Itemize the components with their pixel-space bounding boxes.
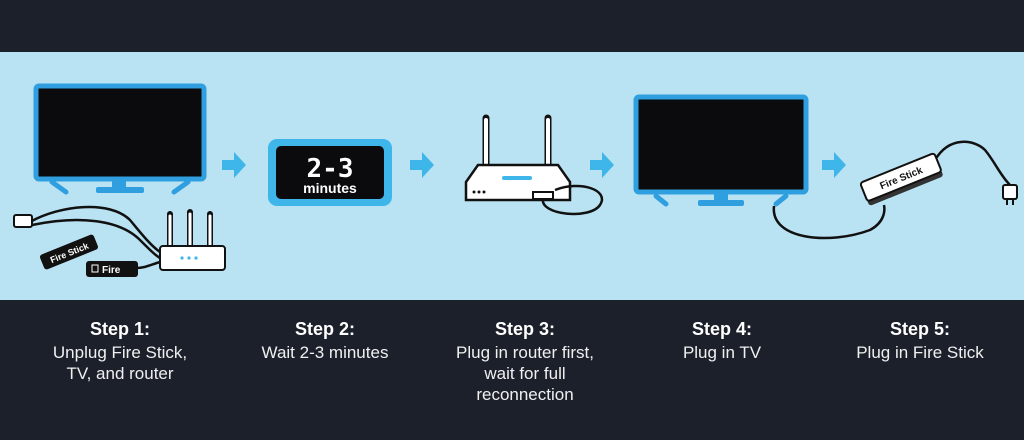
step-title: Step 1: (89, 319, 150, 339)
step-1: Step 1: Unplug Fire Stick, TV, and route… (20, 318, 220, 384)
step-title: Step 3: (494, 319, 555, 339)
power-plug-icon (1002, 184, 1018, 205)
step-5: Step 5: Plug in Fire Stick (820, 318, 1020, 363)
step-description: Plug in Fire Stick (856, 343, 984, 362)
fire-stick-icon-2: Fire (86, 261, 138, 277)
tv-icon-step4 (633, 94, 886, 240)
tv-icon (33, 83, 207, 195)
svg-text:2-3: 2-3 (307, 154, 354, 184)
usb-plug-icon (13, 214, 33, 228)
timer-icon: 2-3 minutes (268, 139, 392, 206)
cables-icon (29, 205, 161, 270)
step-description: Plug in TV (682, 343, 762, 362)
step-description: Plug in router first, wait for full reco… (456, 343, 594, 404)
step-description: Wait 2-3 minutes (261, 343, 389, 362)
step-3: Step 3: Plug in router first, wait for f… (425, 318, 625, 405)
step-title: Step 5: (889, 319, 950, 339)
step-4: Step 4: Plug in TV (622, 318, 822, 363)
steps-illustration: Fire Stick Fire 2-3 minutes (13, 83, 1018, 277)
router-icon (159, 209, 226, 271)
step-title: Step 2: (294, 319, 355, 339)
router-icon-step3 (464, 114, 604, 216)
step-2: Step 2: Wait 2-3 minutes (225, 318, 425, 363)
svg-text:Fire: Fire (102, 265, 121, 276)
svg-text:minutes: minutes (303, 180, 357, 196)
step-title: Step 4: (691, 319, 752, 339)
fire-stick-icon-step5: Fire Stick (859, 140, 1011, 206)
step-description: Unplug Fire Stick, TV, and router (52, 343, 188, 383)
arrow-icon (222, 152, 846, 178)
